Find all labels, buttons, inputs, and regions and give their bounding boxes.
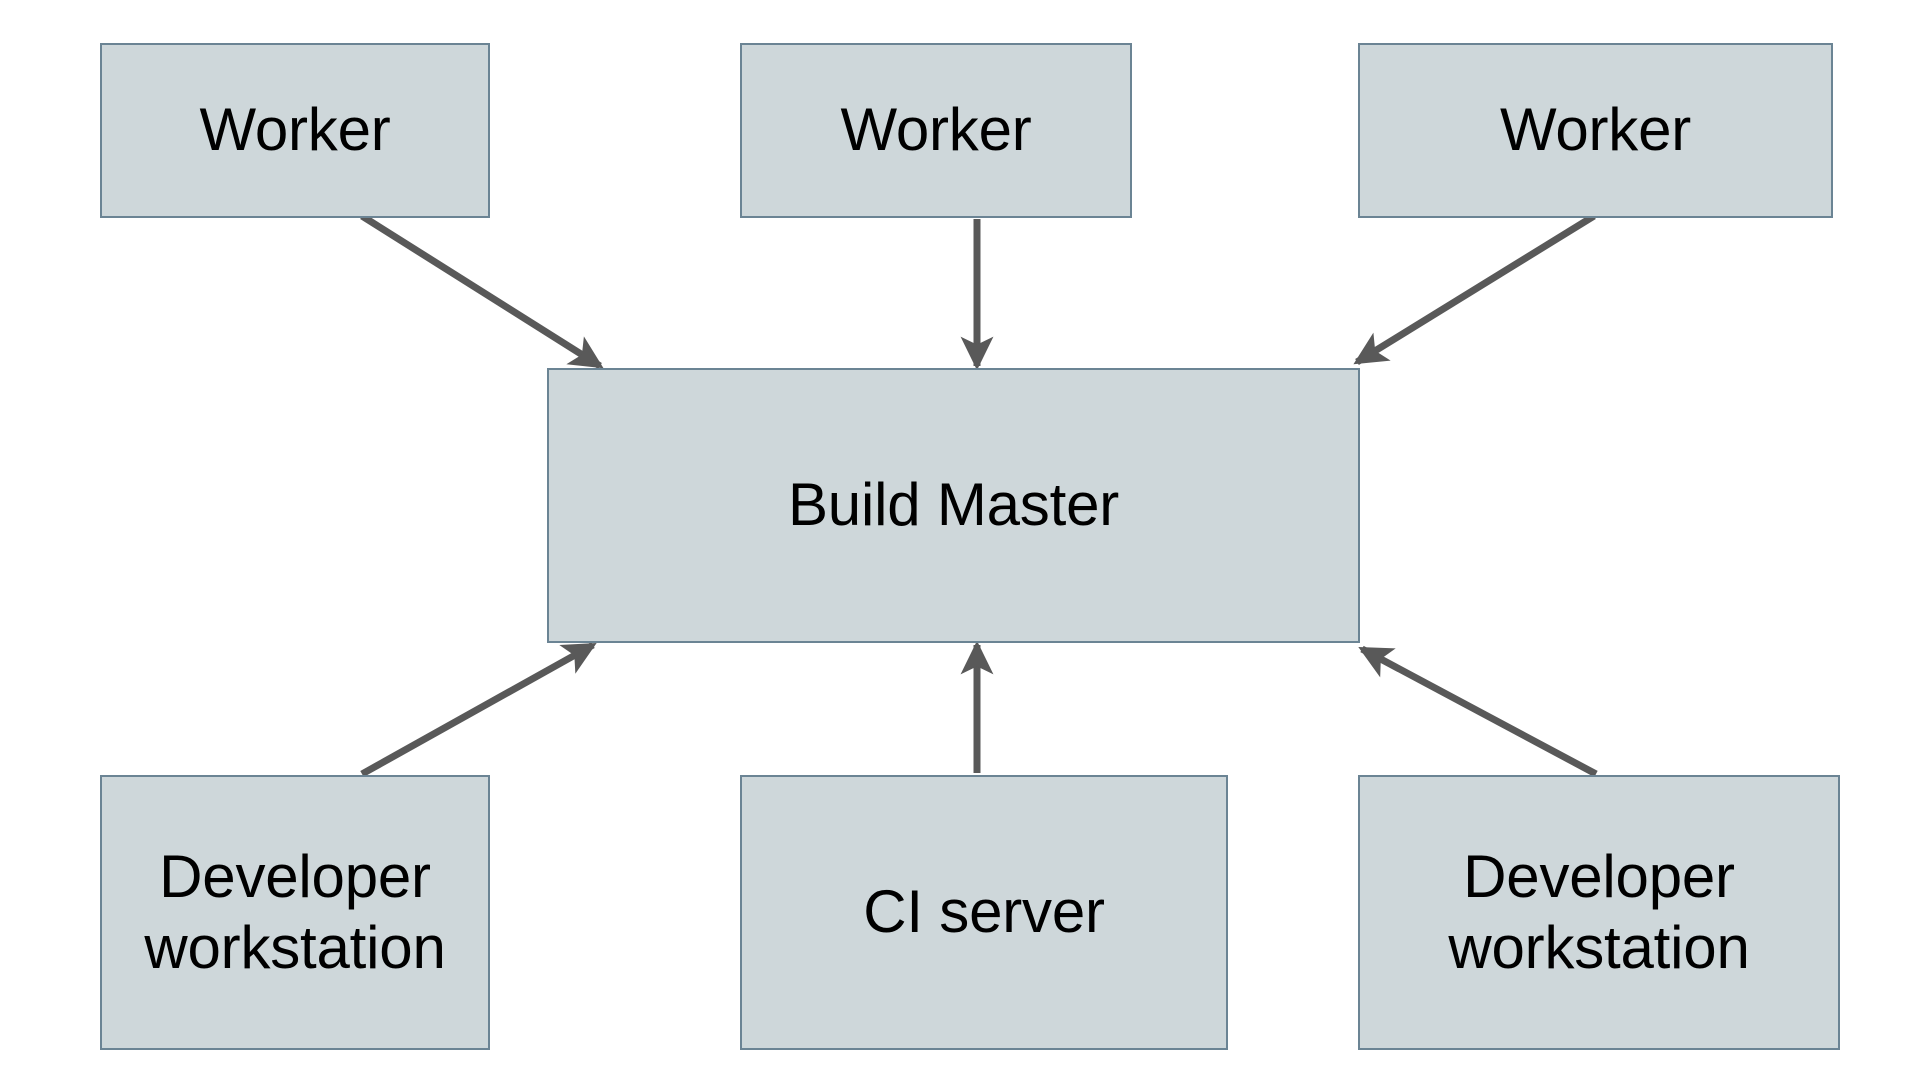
node-label-developer-workstation-left: Developer workstation [144,842,446,981]
node-worker-3[interactable]: Worker [1358,43,1833,218]
node-build-master[interactable]: Build Master [547,368,1360,643]
edge-devwsleft-to-master [360,641,597,778]
node-label-worker-1: Worker [199,96,391,164]
node-label-ci-server: CI server [863,878,1105,946]
node-ci-server[interactable]: CI server [740,775,1228,1050]
edge-worker3-to-master [1353,213,1596,365]
node-developer-workstation-left[interactable]: Developer workstation [100,775,490,1050]
node-label-worker-3: Worker [1499,96,1692,164]
edge-devwsright-to-master [1358,645,1598,778]
node-label-worker-2: Worker [840,96,1032,164]
node-label-build-master: Build Master [787,471,1120,539]
node-worker-2[interactable]: Worker [740,43,1132,218]
edge-worker1-to-master [360,213,604,369]
node-label-developer-workstation-right: Developer workstation [1448,842,1750,981]
node-developer-workstation-right[interactable]: Developer workstation [1358,775,1840,1050]
node-worker-1[interactable]: Worker [100,43,490,218]
